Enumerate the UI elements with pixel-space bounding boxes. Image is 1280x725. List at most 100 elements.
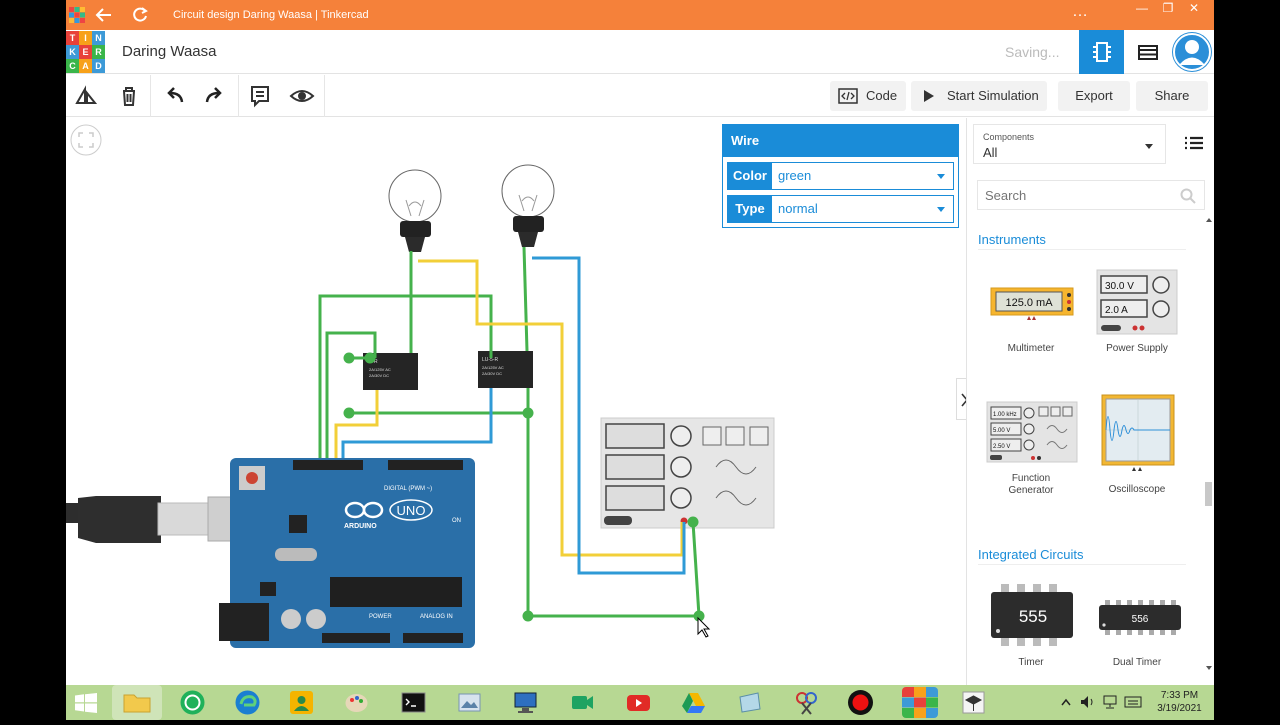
components-panel: Components All Instruments 125.0 mA Mul	[966, 118, 1214, 685]
wire-color-select[interactable]: Color green	[727, 162, 954, 190]
wire-nodes[interactable]	[343, 352, 705, 622]
power-supply-icon: 30.0 V 2.0 A	[1096, 269, 1178, 335]
light-bulb-2[interactable]	[501, 164, 555, 247]
remote-desktop-icon[interactable]	[512, 689, 539, 716]
component-label: Multimeter	[1007, 343, 1055, 354]
project-name[interactable]: Daring Waasa	[122, 43, 217, 60]
relay-label: 2A/125V AC	[369, 367, 391, 372]
photos-app-icon[interactable]	[456, 689, 483, 716]
logo-letter: C	[66, 59, 79, 73]
window-title: Circuit design Daring Waasa | Tinkercad	[173, 9, 369, 21]
more-menu-button[interactable]: …	[1072, 3, 1088, 20]
code-button[interactable]: Code	[830, 81, 906, 111]
list-view-icon[interactable]	[1185, 136, 1203, 150]
windows-start-icon[interactable]	[75, 693, 97, 713]
component-label: Dual Timer	[1112, 657, 1162, 668]
components-filter-select[interactable]: Components All	[973, 124, 1166, 164]
mail-app-icon[interactable]	[736, 689, 763, 716]
chevron-down-icon	[1145, 144, 1153, 149]
circuit-canvas[interactable]: ARDUINO UNO DIGITAL (PWM ~) POWER ANALOG…	[66, 118, 966, 685]
keyboard-icon[interactable]	[1124, 695, 1142, 709]
code-label: Code	[866, 88, 898, 103]
component-label: Power Supply	[1106, 343, 1168, 354]
dual-timer-chip-icon: 556	[1099, 600, 1181, 635]
component-function-generator[interactable]: 1.00 kHz 5.00 V 2.50 V Function Generato…	[981, 398, 1081, 497]
multimeter-icon: 125.0 mA	[990, 287, 1074, 320]
fit-view-icon[interactable]	[70, 124, 102, 156]
wire-type-select[interactable]: Type normal	[727, 195, 954, 223]
toolbar-divider	[238, 75, 239, 117]
notes-icon[interactable]	[247, 83, 273, 109]
rotate-icon[interactable]	[73, 83, 99, 109]
component-multimeter[interactable]: 125.0 mA Multimeter	[981, 268, 1081, 355]
command-prompt-icon[interactable]	[400, 689, 427, 716]
wires[interactable]	[318, 246, 701, 618]
search-input[interactable]	[977, 180, 1205, 210]
code-icon	[838, 88, 858, 104]
file-explorer-taskbar-icon[interactable]	[112, 685, 162, 720]
youtube-icon[interactable]	[625, 689, 652, 716]
system-tray-chevron-icon[interactable]	[1061, 698, 1071, 706]
eye-icon[interactable]	[289, 83, 315, 109]
volume-icon[interactable]	[1080, 695, 1096, 709]
undo-icon[interactable]	[161, 83, 187, 109]
function-generator-frequency: 1.00 kHz	[993, 412, 1017, 418]
google-drive-icon[interactable]	[680, 689, 707, 716]
back-arrow-icon[interactable]	[95, 7, 113, 23]
redo-icon[interactable]	[202, 83, 228, 109]
paint-app-icon[interactable]	[343, 689, 370, 716]
app-icon	[69, 7, 85, 23]
panel-scrollbar[interactable]	[1205, 218, 1213, 678]
scroll-down-arrow[interactable]	[1206, 666, 1212, 670]
google-meet-icon[interactable]	[569, 689, 596, 716]
minimize-button[interactable]: —	[1136, 1, 1148, 15]
relay-label: 2A/30V DC	[369, 373, 389, 378]
windows-taskbar: 7:33 PM 3/19/2021	[66, 685, 1214, 720]
logo-letter: K	[66, 45, 79, 59]
user-icon	[1173, 33, 1211, 71]
start-simulation-button[interactable]: Start Simulation	[911, 81, 1047, 111]
mouse-pointer-icon	[697, 616, 711, 638]
search-icon	[1180, 188, 1196, 204]
record-icon[interactable]	[847, 689, 874, 716]
scroll-thumb[interactable]	[1205, 482, 1212, 506]
refresh-icon[interactable]	[131, 6, 149, 24]
component-list-button[interactable]	[1126, 30, 1169, 74]
title-bar: Circuit design Daring Waasa | Tinkercad …	[66, 0, 1214, 30]
save-status: Saving...	[1005, 44, 1060, 60]
circuit-view-button[interactable]	[1079, 30, 1124, 74]
tinkercad-logo[interactable]: T I N K E R C A D	[66, 31, 105, 73]
system-clock[interactable]: 7:33 PM 3/19/2021	[1152, 689, 1207, 715]
export-button[interactable]: Export	[1058, 81, 1130, 111]
delete-icon[interactable]	[116, 83, 142, 109]
clock-time: 7:33 PM	[1160, 690, 1199, 701]
user-avatar[interactable]	[1172, 32, 1212, 72]
component-timer[interactable]: 555 Timer	[981, 580, 1081, 669]
relay-2[interactable]: LU-5-R 2A/125V AC 2A/30V DC	[478, 351, 533, 388]
light-bulb-1[interactable]	[388, 169, 442, 252]
scroll-up-arrow[interactable]	[1206, 218, 1212, 222]
edge-browser-icon[interactable]	[234, 689, 261, 716]
share-button[interactable]: Share	[1136, 81, 1208, 111]
close-button[interactable]: ✕	[1188, 1, 1200, 15]
app-header: T I N K E R C A D Daring Waasa Saving...	[66, 30, 1214, 74]
logo-letter: T	[66, 31, 79, 45]
tinkercad-taskbar-icon[interactable]	[902, 687, 938, 718]
graduation-app-icon[interactable]	[960, 689, 987, 716]
chip-label: 555	[1019, 607, 1047, 626]
restore-button[interactable]: ❐	[1162, 1, 1174, 15]
whatsapp-icon[interactable]	[179, 689, 206, 716]
component-dual-timer[interactable]: 556 Dual Timer	[1087, 580, 1187, 669]
snipping-tool-icon[interactable]	[793, 689, 820, 716]
arduino-uno-board[interactable]: ARDUINO UNO DIGITAL (PWM ~) POWER ANALOG…	[219, 458, 475, 648]
board-model: UNO	[397, 503, 426, 518]
circuit-drawing[interactable]: ARDUINO UNO DIGITAL (PWM ~) POWER ANALOG…	[66, 118, 966, 685]
network-icon[interactable]	[1102, 695, 1118, 709]
component-oscilloscope[interactable]: Oscilloscope	[1087, 393, 1187, 496]
component-power-supply[interactable]: 30.0 V 2.0 A Power Supply	[1087, 268, 1187, 355]
digital-header-label: DIGITAL (PWM ~)	[384, 486, 432, 492]
logo-letter: D	[92, 59, 105, 73]
power-supply-component[interactable]	[600, 417, 775, 529]
contacts-app-icon[interactable]	[288, 689, 315, 716]
browser-window: Circuit design Daring Waasa | Tinkercad …	[66, 0, 1214, 685]
